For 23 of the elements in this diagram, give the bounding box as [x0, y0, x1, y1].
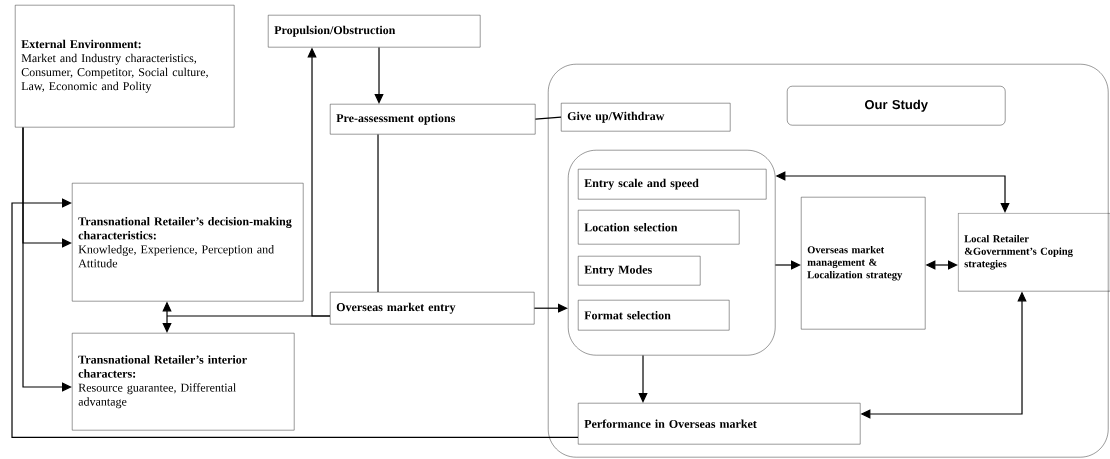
process-box: Entry scale and speed	[578, 169, 767, 200]
info-box: Transnational Retailer’s decision-making characteristics: Knowledge, Experience, Perception and Attitude	[72, 183, 304, 302]
arrow	[374, 46, 384, 104]
group-box	[568, 150, 776, 356]
info-box: Transnational Retailer’s interior characters: Resource guarantee, Differential advantage	[72, 333, 295, 431]
study-region	[548, 64, 1109, 458]
info-box: External Environment: Market and Industry characteristics, Consumer, Competitor, Social culture, Law, Economic and Polity	[15, 5, 235, 128]
arrow	[638, 354, 648, 403]
process-box: Overseas market management & Localization strategy	[801, 197, 926, 330]
process-box: Give up/Withdraw	[561, 103, 731, 132]
title-box: Our Study	[787, 86, 1006, 126]
process-box: Local Retailer &Government’s Coping strategies	[958, 213, 1110, 292]
process-box: Pre-assessment options	[330, 104, 536, 135]
process-box: Overseas market entry	[330, 292, 535, 325]
arrow	[62, 198, 72, 208]
process-box: Format selection	[578, 300, 730, 331]
process-box: Entry Modes	[578, 256, 701, 286]
process-box: Location selection	[578, 210, 740, 245]
process-box: Propulsion/Obstruction	[268, 15, 481, 48]
arrow	[533, 303, 568, 313]
arrow	[774, 260, 801, 270]
arrow	[22, 126, 72, 392]
process-box: Performance in Overseas market	[578, 403, 861, 445]
